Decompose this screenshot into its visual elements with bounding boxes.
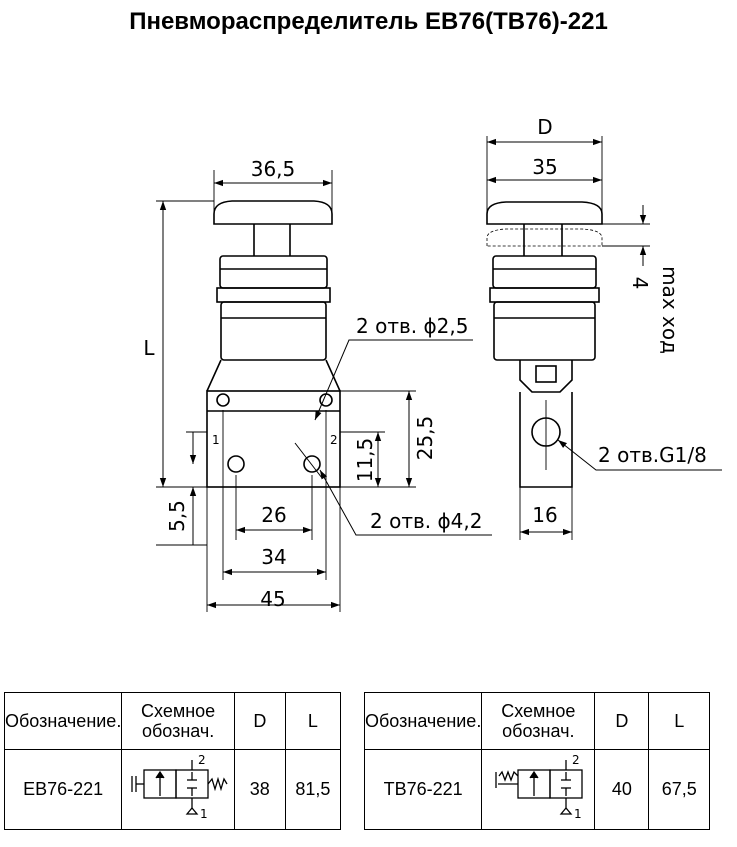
port-1-label: 1 [212, 433, 220, 447]
dim-height-port: 11,5 [353, 438, 377, 483]
label-thread-holes: 2 отв.G1/8 [598, 443, 707, 467]
dim-width-top: 36,5 [251, 157, 296, 181]
cell-designation: ТВ76-221 [363, 749, 483, 830]
header-d: D [594, 692, 650, 750]
dim-base-width: 45 [260, 587, 285, 611]
symbol-port-1: 1 [574, 807, 582, 821]
front-view-dimensions [159, 179, 492, 609]
side-upper-housing [492, 255, 597, 289]
dim-stroke-label: max ход [658, 266, 682, 354]
symbol-port-1: 1 [200, 807, 208, 821]
upper-housing [219, 255, 328, 289]
header-schematic: Схемное обознач. [481, 692, 596, 750]
button-stem [253, 224, 291, 256]
header-schematic: Схемное обознач. [121, 692, 235, 750]
cell-l: 81,5 [284, 749, 342, 830]
housing-taper [206, 359, 341, 392]
cell-schematic: 2 1 [121, 749, 235, 830]
header-l: L [648, 692, 710, 750]
cell-schematic: 2 1 [481, 749, 596, 830]
page-title: Пневмораспределитель ЕВ76(ТВ76)-221 [129, 8, 608, 35]
cell-l: 67,5 [648, 749, 710, 830]
mounting-hole-large-left [227, 455, 245, 473]
mounting-hole-large-right [303, 455, 321, 473]
symbol-port-2: 2 [572, 753, 580, 767]
header-designation: Обозначение. [3, 692, 123, 750]
side-button-cap [486, 201, 603, 225]
valve-symbol-push-button: 2 1 [131, 753, 228, 821]
header-d: D [233, 692, 286, 750]
dim-height-body: 25,5 [413, 416, 437, 461]
port-2-label: 2 [330, 433, 338, 447]
cell-d: 40 [594, 749, 650, 830]
header-designation: Обозначение. [363, 692, 483, 750]
button-cap [213, 200, 333, 225]
label-hole-large: 2 отв. ϕ4,2 [370, 509, 482, 533]
label-hole-small: 2 отв. ϕ2,5 [356, 314, 468, 338]
dim-head-width: 35 [532, 155, 557, 179]
cell-designation: ЕВ76-221 [3, 749, 123, 830]
dim-diameter: D [537, 115, 552, 139]
dim-side-base-width: 16 [532, 503, 557, 527]
mounting-hole-small-left [216, 393, 230, 407]
header-l: L [284, 692, 342, 750]
side-view-extensions [486, 136, 650, 540]
valve-symbol-roller: 2 1 [495, 753, 583, 821]
dim-pitch-ports: 26 [261, 503, 286, 527]
spec-table-tb76: Обозначение. Схемное обознач. D L ТВ76-2… [363, 692, 710, 830]
side-view-dimensions [487, 138, 722, 536]
symbol-port-2: 2 [198, 753, 206, 767]
valve-body [206, 390, 341, 488]
spec-table-eb76: Обозначение. Схемное обознач. D L ЕВ76-2… [3, 692, 342, 830]
lower-housing [220, 301, 327, 361]
dim-offset-bottom: 5,5 [165, 500, 189, 532]
dim-stroke-value: 4 [628, 277, 652, 290]
cell-d: 38 [233, 749, 286, 830]
side-middle-ring [489, 287, 600, 303]
dim-pitch-holes: 34 [261, 545, 286, 569]
dim-length: L [143, 336, 155, 360]
pressed-button-ghost [486, 228, 603, 247]
side-valve-body [519, 392, 573, 488]
side-lower-housing [493, 301, 596, 361]
middle-ring [216, 287, 331, 303]
side-view [486, 201, 603, 488]
front-view [206, 200, 341, 488]
side-neck [519, 360, 573, 393]
